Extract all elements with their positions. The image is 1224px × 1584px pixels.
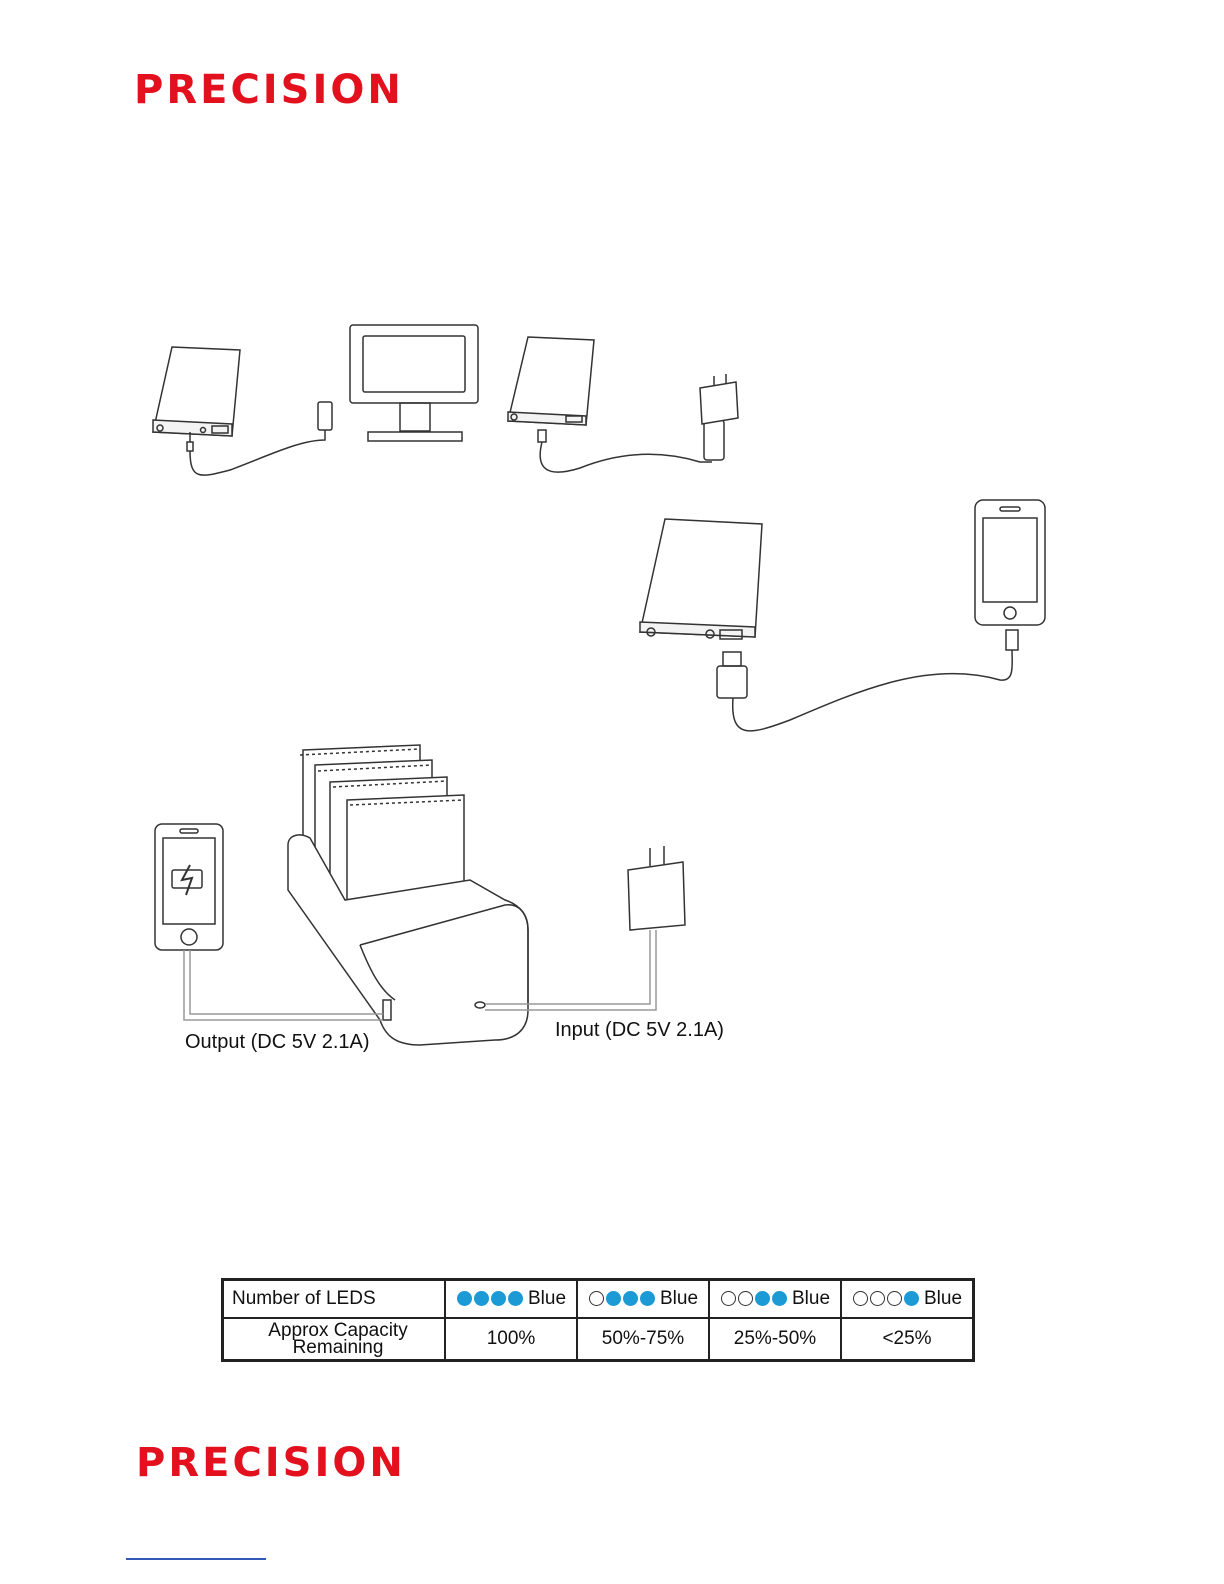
capacity-header-line2: Remaining: [232, 1339, 444, 1356]
led-on-icon: [755, 1291, 770, 1306]
led-indicator-cell: Blue: [709, 1280, 841, 1319]
output-label: Output (DC 5V 2.1A): [185, 1031, 370, 1054]
capacity-header: Approx Capacity Remaining: [223, 1318, 446, 1361]
led-on-icon: [508, 1291, 523, 1306]
led-on-icon: [457, 1291, 472, 1306]
led-on-icon: [606, 1291, 621, 1306]
led-off-icon: [738, 1291, 753, 1306]
capacity-value: 25%-50%: [709, 1318, 841, 1361]
led-color-word: Blue: [528, 1288, 566, 1309]
power-bank-illustration-1: [153, 347, 332, 475]
led-on-icon: [474, 1291, 489, 1306]
power-bank-illustration-2: [508, 337, 738, 472]
led-color-word: Blue: [924, 1288, 962, 1309]
charging-dock-illustration: [288, 745, 528, 1045]
footer-divider: [126, 1558, 266, 1560]
led-on-icon: [640, 1291, 655, 1306]
led-off-icon: [870, 1291, 885, 1306]
smartphone-illustration: [975, 500, 1045, 625]
power-bank-illustration-3: [640, 519, 1018, 731]
input-label: Input (DC 5V 2.1A): [555, 1019, 724, 1042]
brand-logo-bottom: PRECISION: [136, 1443, 406, 1483]
led-on-icon: [904, 1291, 919, 1306]
led-off-icon: [853, 1291, 868, 1306]
table-row-capacity: Approx Capacity Remaining 100% 50%-75% 2…: [223, 1318, 974, 1361]
led-off-icon: [721, 1291, 736, 1306]
led-indicator-cell: Blue: [577, 1280, 709, 1319]
led-off-icon: [887, 1291, 902, 1306]
led-on-icon: [623, 1291, 638, 1306]
led-capacity-table: Number of LEDS Blue Blue Blue Blue Appro…: [221, 1278, 975, 1362]
led-color-word: Blue: [660, 1288, 698, 1309]
capacity-value: 50%-75%: [577, 1318, 709, 1361]
table-row-leds: Number of LEDS Blue Blue Blue Blue: [223, 1280, 974, 1319]
led-indicator-cell: Blue: [841, 1280, 974, 1319]
leds-header: Number of LEDS: [223, 1280, 446, 1319]
led-color-word: Blue: [792, 1288, 830, 1309]
capacity-value: <25%: [841, 1318, 974, 1361]
led-off-icon: [589, 1291, 604, 1306]
capacity-value: 100%: [445, 1318, 577, 1361]
led-on-icon: [772, 1291, 787, 1306]
led-indicator-cell: Blue: [445, 1280, 577, 1319]
monitor-illustration: [350, 325, 478, 441]
led-on-icon: [491, 1291, 506, 1306]
